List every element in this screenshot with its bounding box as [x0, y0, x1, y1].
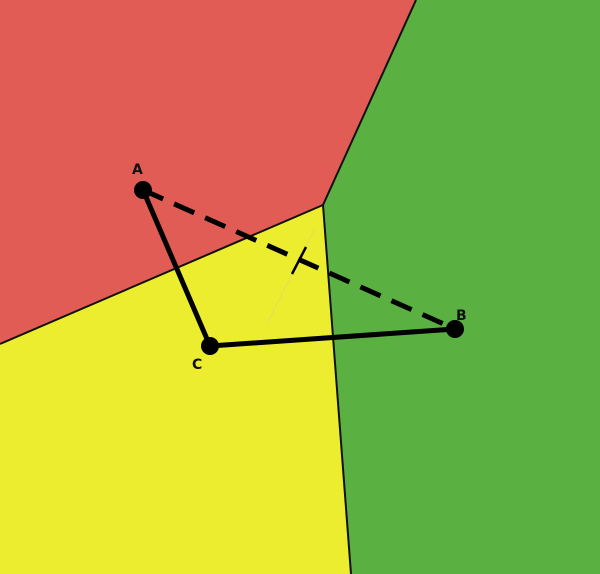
region-b	[323, 0, 600, 574]
point-c	[201, 337, 219, 355]
border-a-b	[322, 0, 417, 206]
border-b-c	[322, 204, 352, 574]
region-a	[0, 0, 416, 344]
point-label-a: A	[132, 162, 143, 178]
faint-guide-line	[267, 227, 316, 323]
border-a-c	[0, 204, 324, 345]
point-a	[134, 181, 152, 199]
point-b	[446, 320, 464, 338]
edge-c-b	[207, 326, 458, 349]
edge-a-c	[140, 187, 213, 349]
region-c	[0, 205, 351, 574]
point-label-c: C	[192, 357, 202, 373]
point-label-b: B	[456, 308, 467, 324]
midpoint-tick-mark	[290, 246, 308, 275]
